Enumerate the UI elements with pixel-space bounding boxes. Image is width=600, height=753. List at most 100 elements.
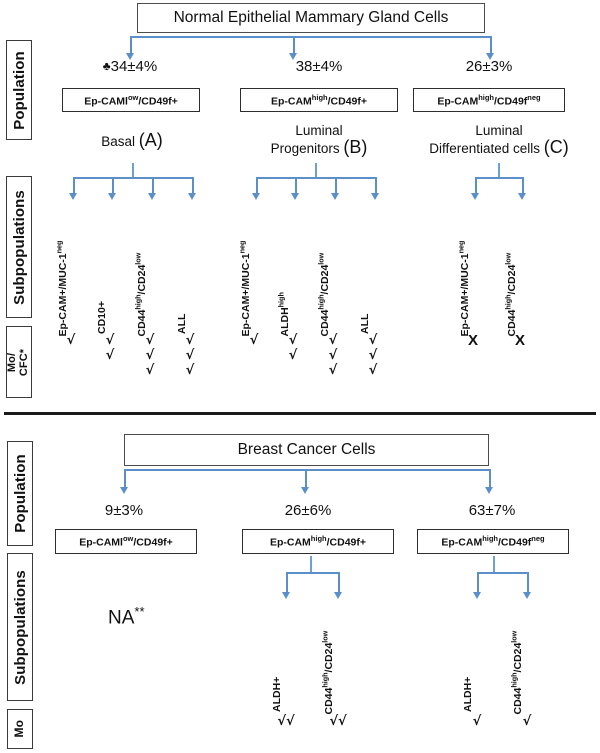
na-label: NA** bbox=[108, 604, 145, 629]
top-arrow-1 bbox=[126, 53, 134, 60]
marks-a4: √√√ bbox=[185, 333, 195, 378]
marker-box-bottom-1-text: Ep-CAMlow/CD49f+ bbox=[79, 534, 173, 549]
sublabel-c1: Ep-CAM+/MUC-1neg bbox=[456, 240, 472, 337]
rail-subpopulations-bottom-label: Subpopulations bbox=[11, 569, 29, 685]
marker-box-top-c-text: Ep-CAMhigh/CD49fneg bbox=[437, 92, 541, 108]
na-text: NA bbox=[108, 607, 135, 629]
percent-top-c-value: 26±3% bbox=[465, 58, 513, 75]
caption-top-a-line2: Basal bbox=[101, 134, 135, 149]
marks-bottom-2-2: √√ bbox=[329, 714, 347, 729]
bottom-arrow-3 bbox=[485, 487, 493, 494]
tree-branch-b3 bbox=[335, 177, 337, 195]
tree-branch-b2 bbox=[295, 177, 297, 195]
marker-box-bottom-3-text: Ep-CAMhigh/CD49fneg bbox=[441, 534, 545, 549]
tree-arrow-b3 bbox=[331, 193, 339, 200]
sublabel-c2: CD44high/CD24low bbox=[503, 252, 519, 337]
marker-box-top-b: Ep-CAMhigh/CD49f+ bbox=[240, 88, 398, 112]
caption-top-c-letter: (C) bbox=[543, 137, 569, 157]
tree-arrow-a3 bbox=[148, 193, 156, 200]
sublabel-bottom-3-1: ALDH+ bbox=[462, 676, 474, 712]
caption-top-a-letter: (A) bbox=[138, 130, 163, 150]
marker-box-bottom-2-text: Ep-CAMhigh/CD49f+ bbox=[269, 534, 367, 549]
tree-branch-b2-2 bbox=[338, 572, 340, 594]
top-title-text: Normal Epithelial Mammary Gland Cells bbox=[173, 9, 449, 26]
percent-bottom-2-value: 26±6% bbox=[284, 502, 332, 519]
panel-divider bbox=[4, 412, 596, 415]
marks-c1: X bbox=[467, 332, 478, 349]
marker-box-top-b-text: Ep-CAMhigh/CD49f+ bbox=[270, 92, 368, 108]
tree-stem-bottom-3 bbox=[493, 556, 495, 573]
tree-arrow-b3-1 bbox=[473, 592, 481, 599]
tree-branch-a4 bbox=[192, 177, 194, 195]
marks-a1: √ bbox=[66, 333, 76, 348]
rail-subpopulations-top-label: Subpopulations bbox=[10, 189, 28, 305]
marks-b2: √√ bbox=[288, 333, 298, 363]
bottom-title-text: Breast Cancer Cells bbox=[237, 441, 376, 458]
marks-bottom-3-1: √ bbox=[472, 714, 482, 729]
percent-top-b-value: 38±4% bbox=[295, 58, 343, 75]
top-branch-1 bbox=[130, 36, 132, 55]
bottom-bus-line bbox=[124, 469, 490, 471]
caption-top-c: Luminal Differentiated cells (C) bbox=[409, 122, 589, 157]
tree-arrow-c2 bbox=[518, 193, 526, 200]
top-title-box: Normal Epithelial Mammary Gland Cells bbox=[137, 3, 485, 33]
tree-arrow-b3-2 bbox=[523, 592, 531, 599]
rail-subpopulations-top: Subpopulations bbox=[6, 176, 32, 318]
percent-top-a-value: 34±4% bbox=[110, 58, 158, 75]
rail-subpopulations-bottom: Subpopulations bbox=[7, 553, 33, 701]
club-symbol-icon: ♣ bbox=[102, 59, 111, 73]
tree-stem-top-a bbox=[132, 163, 134, 177]
tree-arrow-b2-1 bbox=[282, 592, 290, 599]
bottom-branch-3 bbox=[489, 469, 491, 489]
caption-top-a: Basal (A) bbox=[58, 130, 206, 150]
top-bus-line bbox=[130, 36, 492, 38]
tree-bus-bottom-2 bbox=[286, 572, 339, 574]
tree-arrow-a2 bbox=[108, 193, 116, 200]
rail-mo: Mo bbox=[7, 709, 33, 749]
percent-top-c: 26±3% bbox=[419, 58, 559, 75]
caption-top-b-line2: Progenitors bbox=[270, 141, 340, 156]
bottom-arrow-1 bbox=[120, 487, 128, 494]
marker-box-top-c: Ep-CAMhigh/CD49fneg bbox=[413, 88, 565, 112]
tree-branch-b3-2 bbox=[527, 572, 529, 594]
top-branch-2 bbox=[293, 36, 295, 55]
bottom-branch-1 bbox=[124, 469, 126, 489]
top-branch-3 bbox=[490, 36, 492, 55]
marks-a3: √√√ bbox=[145, 333, 155, 378]
marker-box-bottom-2: Ep-CAMhigh/CD49f+ bbox=[242, 529, 394, 554]
tree-branch-b2-1 bbox=[286, 572, 288, 594]
tree-branch-b3-1 bbox=[477, 572, 479, 594]
tree-arrow-b1 bbox=[252, 193, 260, 200]
tree-stem-top-c bbox=[498, 163, 500, 177]
percent-top-a: ♣34±4% bbox=[60, 58, 200, 75]
rail-population-top: Population bbox=[6, 40, 32, 140]
tree-arrow-b2 bbox=[291, 193, 299, 200]
bottom-arrow-2 bbox=[301, 487, 309, 494]
marker-box-bottom-3: Ep-CAMhigh/CD49fneg bbox=[417, 529, 569, 554]
na-superscript: ** bbox=[134, 604, 145, 619]
percent-bottom-1: 9±3% bbox=[54, 502, 194, 519]
sublabel-bottom-2-1: ALDH+ bbox=[271, 676, 283, 712]
caption-top-c-line2: Differentiated cells bbox=[429, 141, 541, 156]
rail-population-bottom: Population bbox=[7, 441, 33, 546]
tree-branch-a3 bbox=[152, 177, 154, 195]
caption-top-b-line1: Luminal bbox=[295, 123, 343, 138]
tree-arrow-a1 bbox=[69, 193, 77, 200]
tree-arrow-a4 bbox=[188, 193, 196, 200]
marks-b1: √ bbox=[249, 333, 259, 348]
marks-bottom-2-1: √√ bbox=[277, 714, 295, 729]
tree-branch-a2 bbox=[112, 177, 114, 195]
sublabel-a2: CD10+ bbox=[96, 301, 108, 334]
percent-bottom-3-value: 63±7% bbox=[468, 502, 516, 519]
rail-population-bottom-label: Population bbox=[11, 454, 29, 533]
marks-a2: √√ bbox=[105, 333, 115, 363]
rail-population-top-label: Population bbox=[10, 50, 28, 130]
tree-branch-b4 bbox=[375, 177, 377, 195]
tree-branch-c1 bbox=[475, 177, 477, 195]
marker-box-top-a: Ep-CAMlow/CD49f+ bbox=[62, 88, 200, 112]
sublabel-bottom-2-2: CD44high/CD24low bbox=[320, 630, 336, 715]
tree-branch-a1 bbox=[73, 177, 75, 195]
tree-branch-b1 bbox=[256, 177, 258, 195]
rail-mo-cfc-label: Mo/CFC* bbox=[6, 348, 31, 376]
